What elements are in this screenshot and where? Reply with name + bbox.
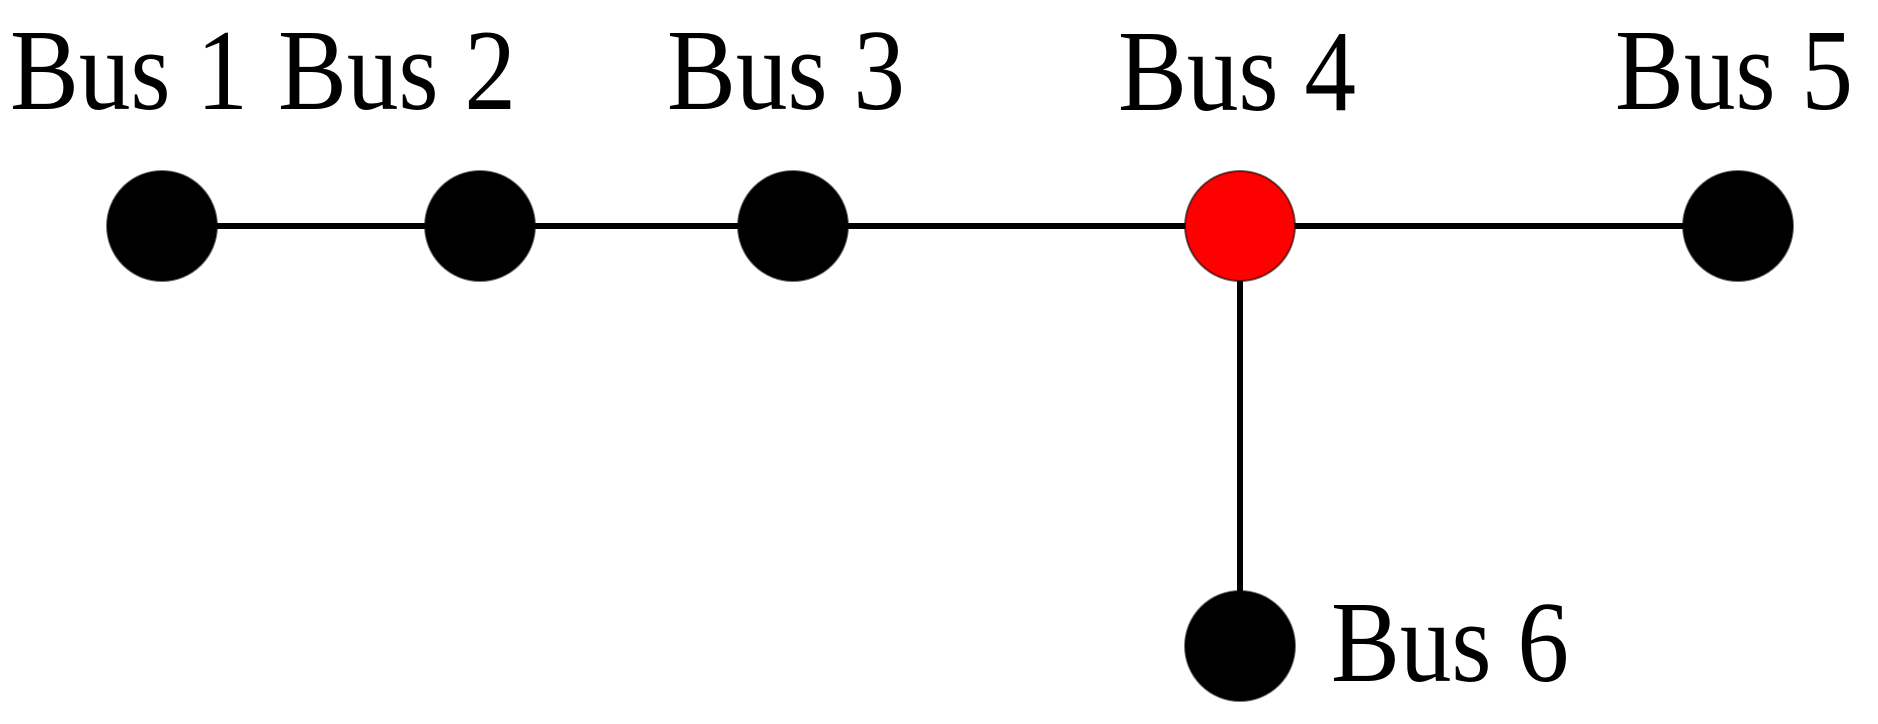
node-bus-5 bbox=[1682, 170, 1794, 282]
node-bus-3 bbox=[737, 170, 849, 282]
node-bus-6 bbox=[1184, 590, 1296, 702]
node-bus-4 bbox=[1184, 170, 1296, 282]
label-bus-1: Bus 1 bbox=[9, 7, 249, 135]
node-bus-2 bbox=[424, 170, 536, 282]
label-bus-6: Bus 6 bbox=[1330, 579, 1570, 707]
label-bus-4: Bus 4 bbox=[1117, 8, 1357, 136]
label-bus-5: Bus 5 bbox=[1614, 7, 1854, 135]
label-bus-2: Bus 2 bbox=[277, 7, 517, 135]
label-bus-3: Bus 3 bbox=[666, 7, 906, 135]
node-bus-1 bbox=[106, 170, 218, 282]
